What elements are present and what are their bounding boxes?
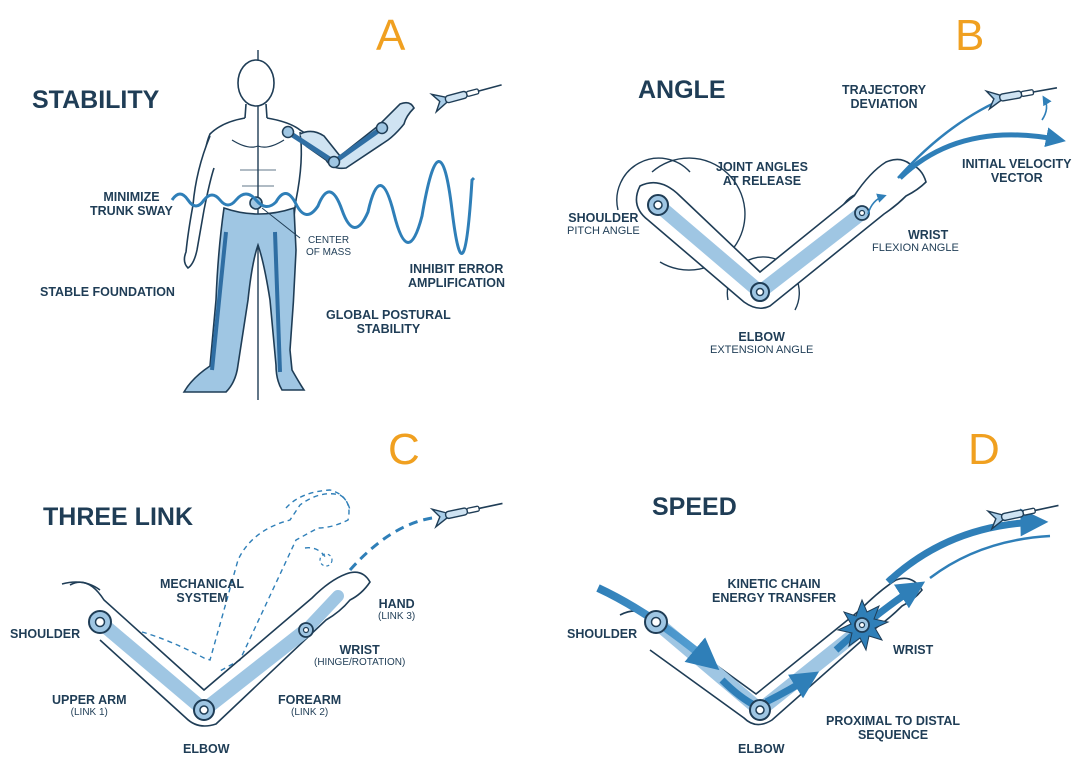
label-c-shoulder: SHOULDER (10, 627, 80, 641)
label-stable-foundation: STABLE FOUNDATION (40, 285, 175, 299)
panel-a-letter: A (376, 14, 405, 58)
label-d-shoulder: SHOULDER (567, 627, 637, 641)
label-d-elbow: ELBOW (738, 742, 785, 756)
panel-b-letter: B (955, 14, 984, 58)
panel-b-title: ANGLE (638, 78, 726, 103)
label-c-forearm: FOREARM(LINK 2) (278, 693, 341, 719)
panel-c-letter: C (388, 428, 420, 472)
panel-d-letter: D (968, 428, 1000, 472)
label-c-upper-arm: UPPER ARM(LINK 1) (52, 693, 127, 719)
panel-a-figure (172, 50, 504, 400)
label-c-elbow: ELBOW (183, 742, 230, 756)
panel-a-title: STABILITY (32, 88, 159, 113)
panel-d-figure (598, 497, 1060, 725)
label-c-wrist: WRIST(HINGE/ROTATION) (314, 643, 405, 669)
panel-d-title: SPEED (652, 495, 737, 520)
label-d-wrist: WRIST (893, 643, 933, 657)
panel-c-title: THREE LINK (43, 505, 193, 530)
label-c-hand: HAND(LINK 3) (378, 597, 415, 623)
panel-b-figure (617, 79, 1060, 310)
